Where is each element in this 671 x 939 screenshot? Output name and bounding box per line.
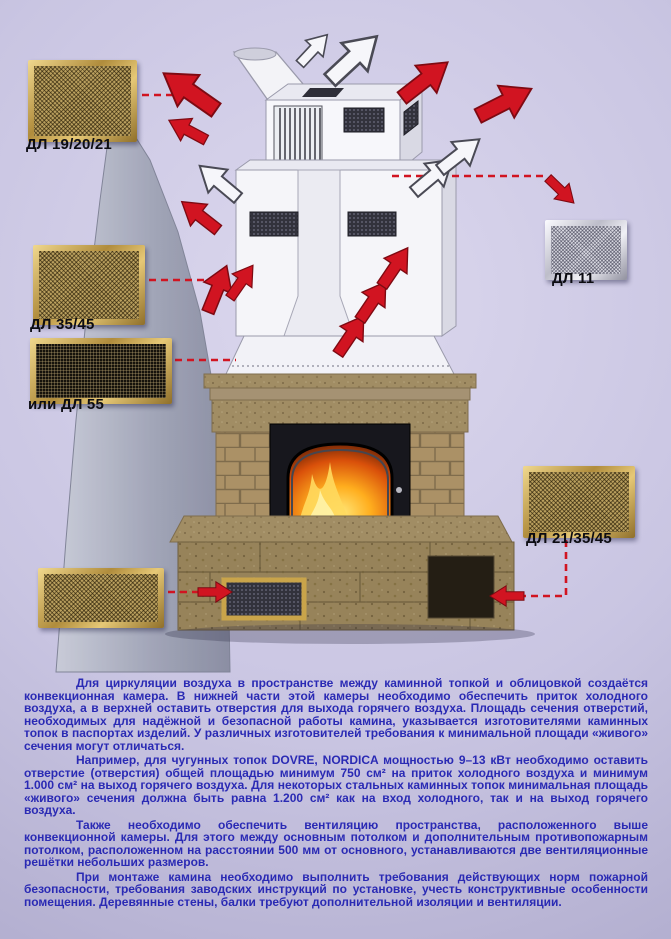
hot-air-vent-right (347, 211, 397, 237)
grille-swatch-dl-55 (30, 338, 172, 404)
hot-air-vent-left (249, 211, 299, 237)
connector-dl21 (524, 528, 568, 598)
grille-label-dl-21-35-45: ДЛ 21/35/45 (526, 530, 612, 547)
grille-swatch-dl-19-20-21 (28, 60, 137, 142)
diagram-scene (55, 21, 582, 673)
grille-swatch-dl-21-35-45 (523, 466, 635, 538)
mantel-shelf (203, 373, 477, 433)
hearth-base (165, 515, 535, 644)
paragraph-fire-safety: При монтаже камина необходимо выполнить … (24, 869, 648, 909)
grille-mesh (551, 226, 621, 274)
wood-niche (427, 555, 495, 619)
grille-mesh (34, 66, 131, 136)
grille-swatch-dl-11 (545, 220, 627, 280)
hood-side-vent (403, 99, 419, 137)
grille-swatch-dl-35-45 (33, 245, 145, 325)
grille-mesh (44, 574, 158, 622)
flame (298, 462, 350, 528)
hood-front-vent (343, 107, 385, 133)
door-handle (396, 487, 402, 493)
cold-air-intake-vent (221, 577, 307, 621)
paragraph-upper-ventilation: Также необходимо обеспечить вентиляцию п… (24, 817, 648, 869)
fireplace-ventilation-diagram: ДЛ 19/20/21 ДЛ 35/45 или ДЛ 55 ДЛ 11 ДЛ … (26, 21, 635, 673)
grille-mesh (39, 251, 139, 319)
paragraph-convection-chamber: Для циркуляции воздуха в пространстве ме… (24, 676, 648, 753)
grille-mesh (529, 472, 629, 532)
grille-swatch-bottom-left (38, 568, 164, 628)
grille-label-dl-35-45: ДЛ 35/45 (30, 316, 95, 333)
hood-box (264, 83, 424, 172)
grille-label-dl-11: ДЛ 11 (552, 270, 595, 287)
hood-top-vent (302, 88, 344, 97)
grille-label-dl-19-20-21: ДЛ 19/20/21 (26, 136, 112, 153)
grille-mesh (36, 344, 166, 398)
description-text: Для циркуляции воздуха в пространстве ме… (24, 677, 648, 908)
grille-label-dl-55: или ДЛ 55 (28, 396, 105, 413)
paragraph-vent-areas: Например, для чугунных топок DOVRE, NORD… (24, 753, 648, 817)
